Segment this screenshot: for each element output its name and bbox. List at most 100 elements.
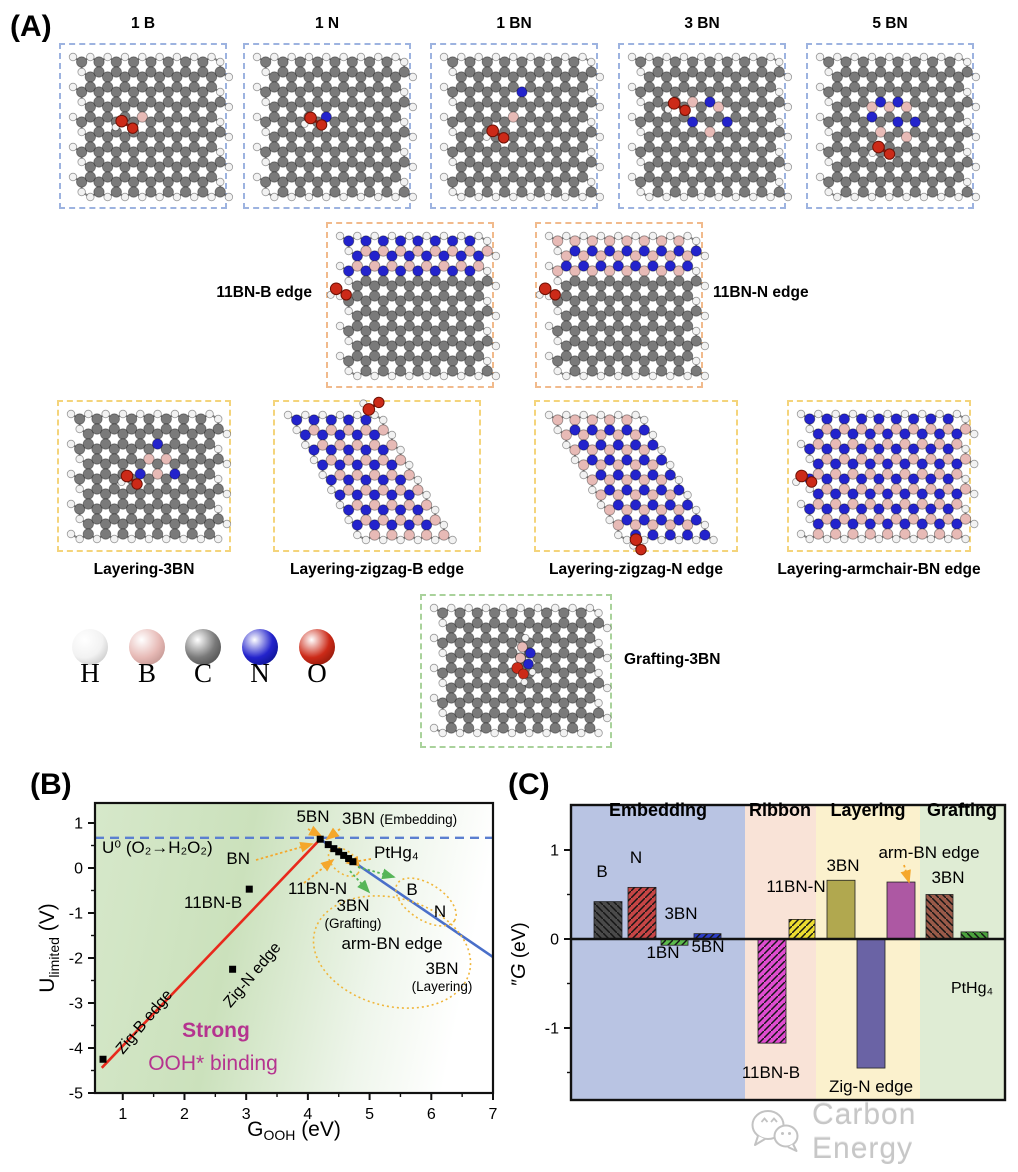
svg-text:BN: BN bbox=[226, 849, 250, 868]
molecular-structure bbox=[544, 410, 718, 556]
legend-sphere-c bbox=[185, 629, 221, 665]
legend-sphere-h bbox=[72, 629, 108, 665]
svg-text:Embedding: Embedding bbox=[609, 800, 707, 820]
svg-text:(Grafting): (Grafting) bbox=[324, 916, 381, 931]
structure-title: Layering-zigzag-N edge bbox=[549, 561, 723, 578]
svg-text:3: 3 bbox=[242, 1106, 251, 1123]
svg-text:-3: -3 bbox=[69, 996, 83, 1013]
structure-box-ribbon-5 bbox=[326, 222, 501, 388]
svg-text:2: 2 bbox=[180, 1106, 189, 1123]
svg-text:3BN: 3BN bbox=[826, 856, 859, 875]
watermark-text: Carbon Energy bbox=[812, 1098, 917, 1165]
panel-b-volcano-plot: 1 0 -1 -2 -3 -4 -5 1 2 3 4 5 6 7 U⁰ (O₂→H₂O₂) 5BN 3BN (E… bbox=[36, 801, 498, 1143]
panel-b-label: (B) bbox=[30, 768, 72, 801]
svg-text:PtHg₄: PtHg₄ bbox=[374, 843, 419, 862]
svg-text:Ulimited (V): Ulimited (V) bbox=[36, 903, 62, 992]
svg-text:B: B bbox=[596, 862, 607, 881]
molecular-structure bbox=[283, 396, 457, 545]
legend-sphere-o bbox=[299, 629, 335, 665]
svg-text:OOH* binding: OOH* binding bbox=[148, 1052, 278, 1075]
svg-text:-5: -5 bbox=[69, 1086, 83, 1103]
svg-text:11BN-B: 11BN-B bbox=[742, 1063, 800, 1082]
wechat-chat-bubbles-icon bbox=[751, 1110, 799, 1152]
svg-text:7: 7 bbox=[489, 1106, 498, 1123]
svg-text:GOOH (eV): GOOH (eV) bbox=[247, 1118, 341, 1143]
molecular-structure bbox=[68, 52, 234, 202]
legend-letter-n: N bbox=[250, 658, 270, 688]
legend-letter-h: H bbox=[80, 658, 100, 688]
molecular-structure bbox=[326, 231, 501, 381]
svg-text:11BN-N: 11BN-N bbox=[288, 879, 347, 898]
structure-box-layering-armchair-bn-edge bbox=[787, 400, 979, 552]
structure-title: 1 N bbox=[314, 15, 340, 32]
svg-text:3BN: 3BN bbox=[336, 896, 369, 915]
svg-text:arm-BN edge: arm-BN edge bbox=[341, 934, 442, 953]
structure-title: Layering-zigzag-B edge bbox=[290, 561, 464, 578]
structure-box-1-b bbox=[59, 43, 234, 209]
legend-letter-b: B bbox=[137, 658, 156, 688]
svg-text:6: 6 bbox=[427, 1106, 436, 1123]
svg-text:-2: -2 bbox=[69, 951, 83, 968]
svg-text:Layering: Layering bbox=[830, 800, 905, 820]
molecular-structure bbox=[627, 52, 793, 202]
svg-text:11BN-N: 11BN-N bbox=[766, 877, 825, 896]
svg-text:B: B bbox=[406, 880, 417, 899]
structure-title: 3 BN bbox=[684, 15, 720, 32]
svg-text:-1: -1 bbox=[69, 906, 83, 923]
svg-text:Ribbon: Ribbon bbox=[749, 800, 811, 820]
journal-watermark: Carbon Energy bbox=[748, 1098, 1018, 1166]
svg-text:3BN: 3BN bbox=[664, 904, 697, 923]
svg-text:3BN (Embedding): 3BN (Embedding) bbox=[342, 809, 457, 828]
panel-c-label: (C) bbox=[508, 768, 550, 801]
svg-text:U⁰ (O₂→H₂O₂): U⁰ (O₂→H₂O₂) bbox=[102, 838, 213, 857]
structure-box-grafting-11 bbox=[420, 594, 612, 748]
svg-text:N: N bbox=[630, 848, 642, 867]
svg-text:0: 0 bbox=[74, 861, 83, 878]
svg-text:-1: -1 bbox=[545, 1021, 559, 1038]
structure-title: 5 BN bbox=[872, 15, 908, 32]
structure-title: Layering-armchair-BN edge bbox=[777, 561, 981, 578]
structure-title-11bn-n-edge: 11BN-N edge bbox=[713, 284, 809, 301]
svg-text:3BN: 3BN bbox=[425, 959, 458, 978]
svg-text:5BN: 5BN bbox=[296, 807, 329, 826]
molecular-structure bbox=[66, 409, 232, 544]
svg-text:N: N bbox=[434, 902, 446, 921]
legend-sphere-b bbox=[129, 629, 165, 665]
structure-box-ribbon-6 bbox=[535, 222, 710, 388]
svg-text:1: 1 bbox=[118, 1106, 127, 1123]
molecular-structure bbox=[815, 52, 981, 202]
svg-text:0: 0 bbox=[550, 932, 559, 949]
svg-text:arm-BN edge: arm-BN edge bbox=[878, 843, 979, 862]
svg-text:PtHg₄: PtHg₄ bbox=[951, 980, 993, 997]
structure-title: 1 BN bbox=[496, 15, 532, 32]
svg-text:Strong: Strong bbox=[182, 1019, 250, 1042]
svg-text:4: 4 bbox=[303, 1106, 312, 1123]
structure-box-layering-zigzag-n-edge bbox=[534, 400, 738, 556]
svg-text:1: 1 bbox=[74, 816, 83, 833]
svg-text:-4: -4 bbox=[69, 1041, 83, 1058]
panel-a-label: (A) bbox=[10, 10, 52, 43]
structure-title: Layering-3BN bbox=[93, 561, 195, 578]
structure-box-1-n bbox=[243, 43, 418, 209]
molecular-structure bbox=[429, 603, 612, 738]
svg-text:(Layering): (Layering) bbox=[412, 979, 473, 994]
svg-text:5BN: 5BN bbox=[691, 937, 724, 956]
molecular-structure bbox=[535, 231, 710, 381]
structure-box-3-bn bbox=[618, 43, 793, 209]
molecular-structure bbox=[792, 409, 979, 544]
legend-sphere-n bbox=[242, 629, 278, 665]
structure-title-grafting-3bn: Grafting-3BN bbox=[624, 651, 721, 668]
svg-text:Grafting: Grafting bbox=[927, 800, 997, 820]
svg-text:3BN: 3BN bbox=[931, 868, 964, 887]
svg-text:1: 1 bbox=[550, 843, 559, 860]
svg-text:5: 5 bbox=[365, 1106, 374, 1123]
structure-box-1-bn bbox=[430, 43, 605, 209]
structure-box-layering-3bn bbox=[57, 400, 232, 552]
structure-box-layering-zigzag-b-edge bbox=[273, 396, 481, 552]
molecular-structure bbox=[439, 52, 605, 202]
svg-text:11BN-B: 11BN-B bbox=[184, 893, 242, 912]
svg-text:″G (eV): ″G (eV) bbox=[508, 922, 530, 985]
svg-text:1BN: 1BN bbox=[646, 943, 679, 962]
